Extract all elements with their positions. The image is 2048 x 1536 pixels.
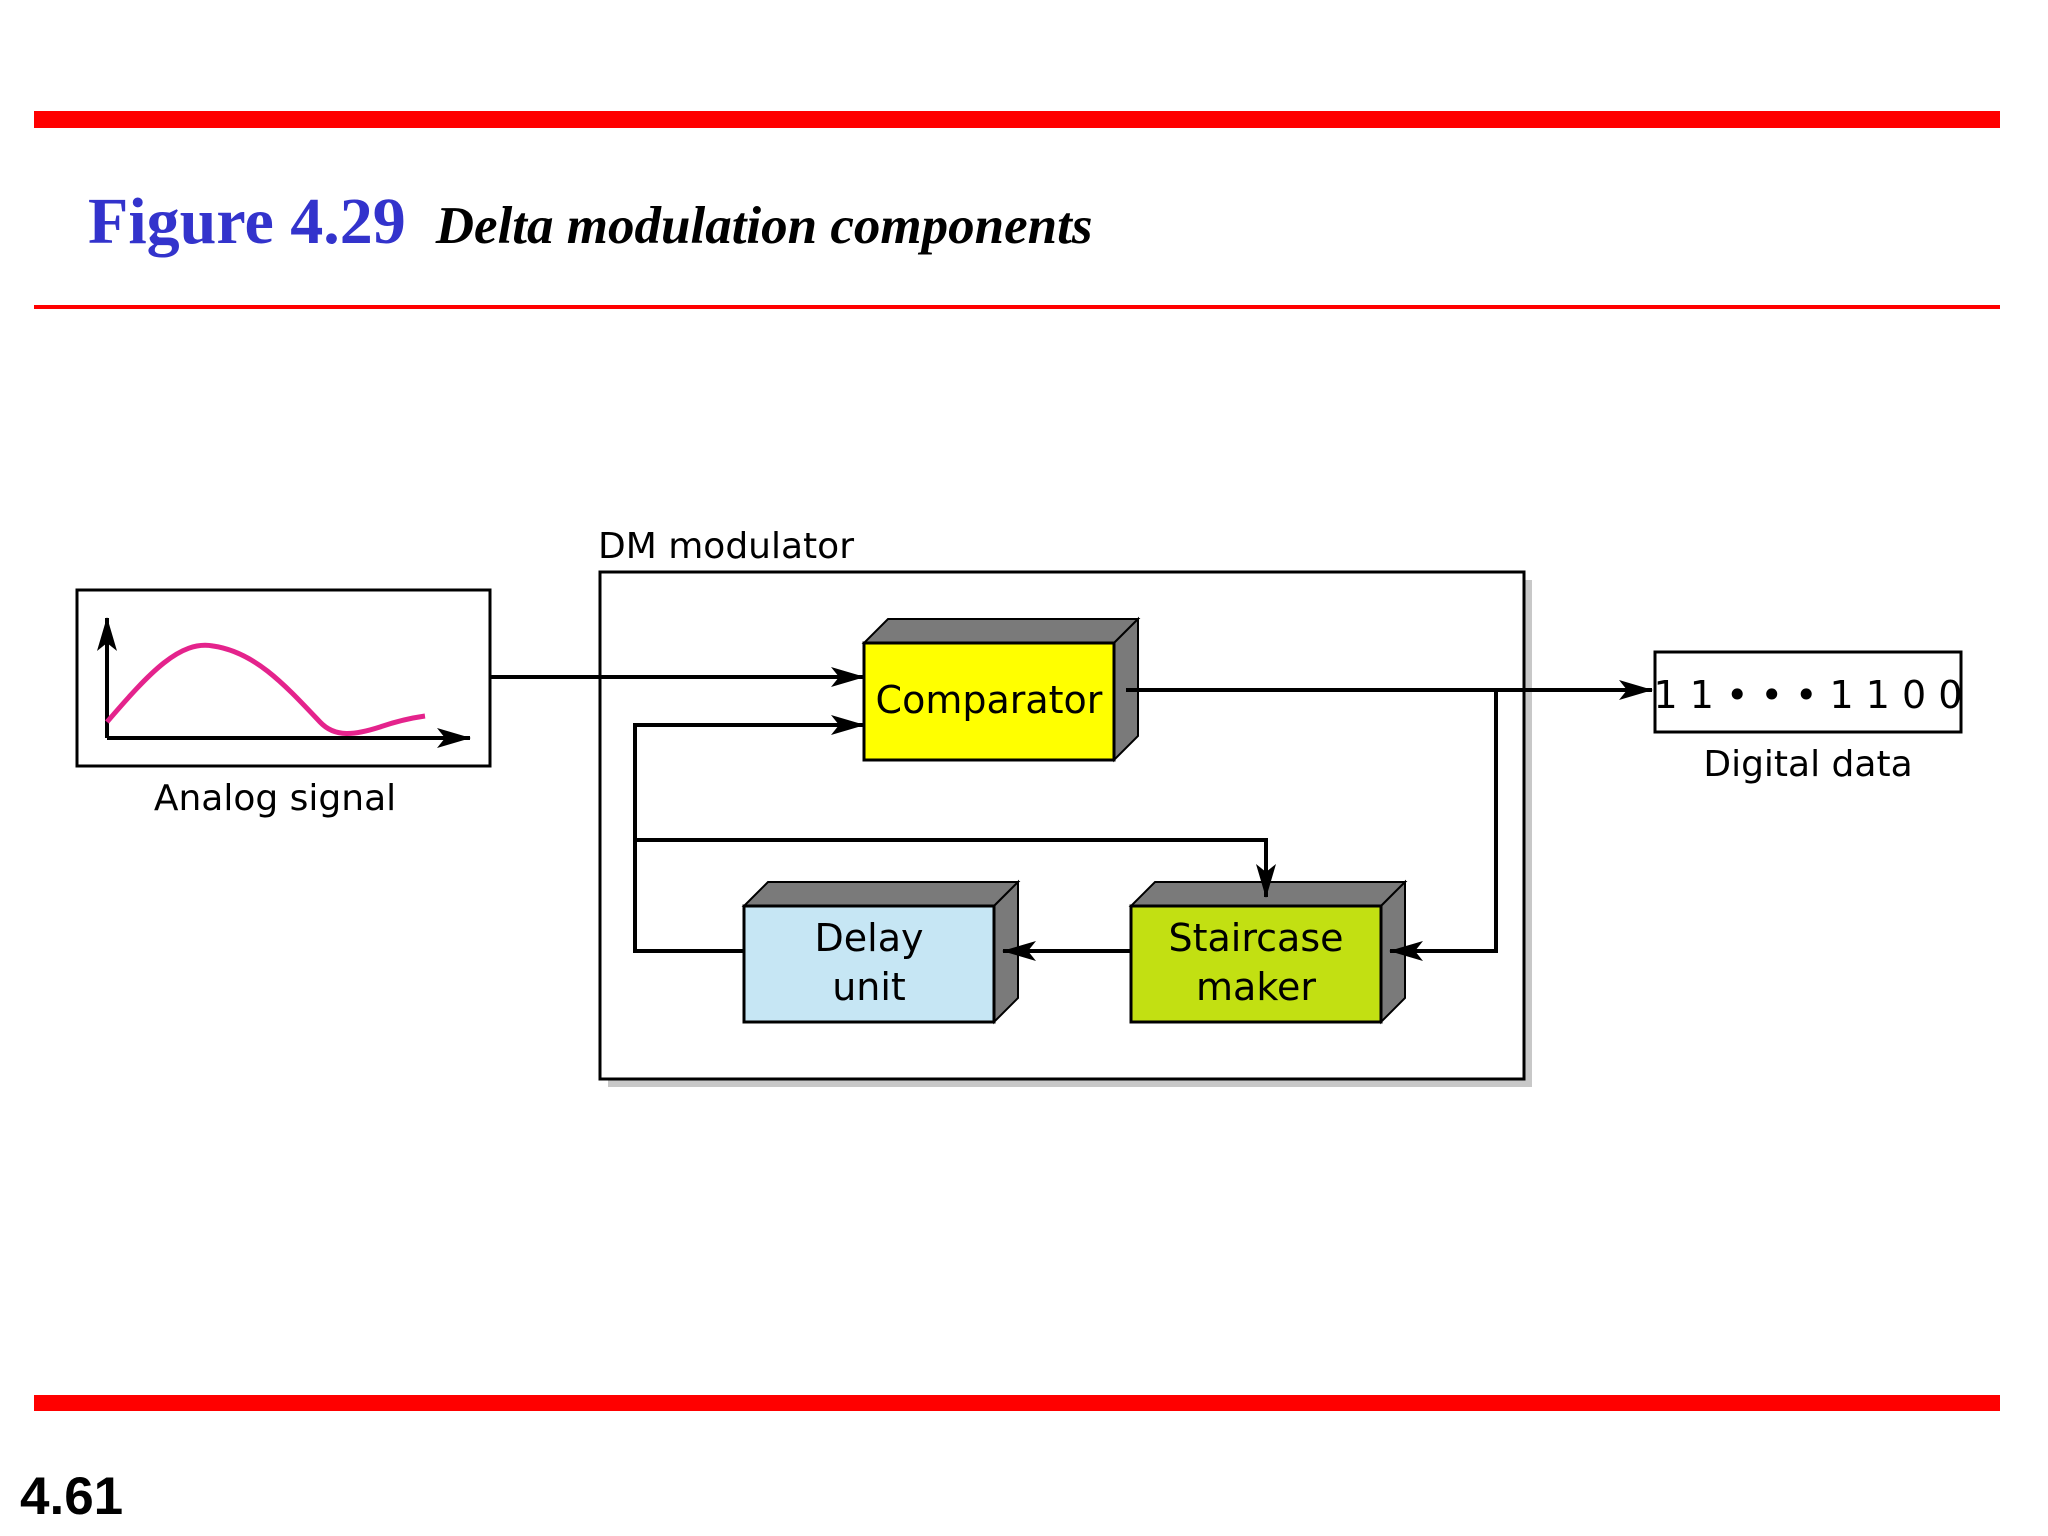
digital-output-bits: 1 1 • • • 1 1 0 0 xyxy=(1654,673,1963,717)
delay-unit-label-line1: Delay xyxy=(815,916,924,960)
figure-caption: Delta modulation components xyxy=(435,197,1093,255)
staircase-maker-block: Staircase maker xyxy=(1128,879,1408,1025)
output-to-staircase-arrow xyxy=(1389,690,1498,961)
staircase-maker-label-line2: maker xyxy=(1196,965,1316,1009)
staircase-maker-label-line1: Staircase xyxy=(1168,916,1343,960)
delay-unit-label-line2: unit xyxy=(832,965,906,1009)
feedback-to-staircase-arrow xyxy=(635,838,1276,898)
analog-signal-curve xyxy=(105,642,426,736)
comparator-block: Comparator xyxy=(861,616,1141,763)
figure-title: Figure 4.29 Delta modulation components xyxy=(88,184,1092,260)
figure-number: Figure 4.29 xyxy=(88,185,406,258)
digital-output-box: 1 1 • • • 1 1 0 0 xyxy=(1653,650,1963,734)
digital-data-label: Digital data xyxy=(1703,744,1912,785)
signal-connections xyxy=(490,667,1653,961)
comparator-label: Comparator xyxy=(876,678,1103,722)
bottom-red-bar xyxy=(34,1395,2000,1411)
top-red-bar xyxy=(34,111,2000,128)
delay-unit-block: Delay unit xyxy=(741,879,1021,1025)
analog-signal-box xyxy=(75,588,492,768)
analog-signal-label: Analog signal xyxy=(154,778,396,819)
title-underline xyxy=(34,305,2000,309)
slide-number: 4.61 xyxy=(20,1467,124,1526)
dm-modulator-label: DM modulator xyxy=(598,526,854,567)
